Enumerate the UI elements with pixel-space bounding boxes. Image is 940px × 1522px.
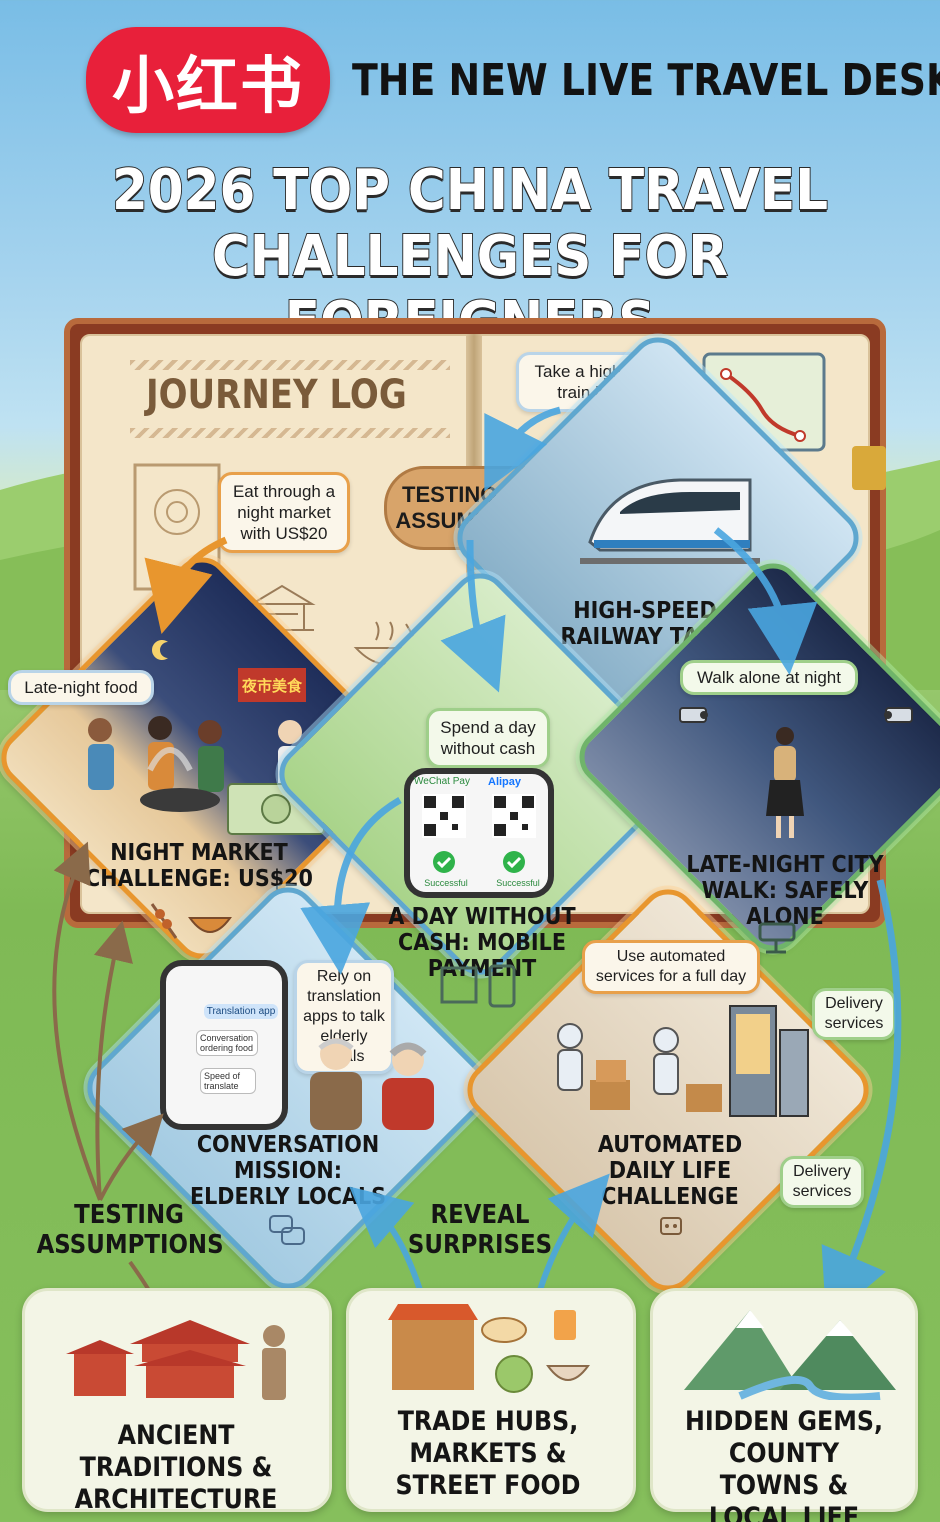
- testing-assumptions-label: TESTING ASSUMPTIONS: [36, 1200, 224, 1260]
- page-ornament: [130, 428, 450, 438]
- chat-message-1: Conversation ordering food: [196, 1030, 258, 1056]
- moon-icon: [152, 640, 168, 660]
- qr-phone-icon: [440, 964, 516, 1008]
- wechat-qr-code-icon: [422, 794, 466, 838]
- bookmark-tab: [852, 446, 886, 490]
- delivery-services-tag-2: Delivery services: [780, 1156, 864, 1208]
- automated-services-bubble: Use automated services for a full day: [582, 940, 760, 994]
- reveal-surprises-label: REVEAL SURPRISES: [407, 1200, 553, 1260]
- bullet-train-illustration: [580, 478, 760, 564]
- late-night-food-tag: Late-night food: [8, 670, 154, 705]
- temple-terracotta-icon: [66, 1320, 286, 1400]
- security-camera-icon: [758, 922, 796, 954]
- chat-message-2: Speed of translate: [200, 1068, 256, 1094]
- translation-app-header: Translation app: [204, 1004, 278, 1019]
- chat-bubbles-icon: [269, 1215, 305, 1245]
- alipay-label: Alipay: [488, 776, 522, 788]
- night-market-bubble: Eat through a night market with US$20: [218, 472, 350, 553]
- card-hidden-gems: [650, 1288, 918, 1512]
- robot-icon: [660, 1217, 682, 1235]
- title-line-1: 2026 TOP CHINA TRAVEL: [111, 157, 829, 224]
- alipay-qr-code-icon: [492, 794, 536, 838]
- page-ornament: [130, 360, 450, 370]
- mountains-river-icon: [684, 1310, 896, 1400]
- card-ancient-traditions-label: ANCIENT TRADITIONS & ARCHITECTURE: [74, 1420, 278, 1515]
- city-walk-label: LATE-NIGHT CITY WALK: SAFELY ALONE: [686, 852, 884, 930]
- skewer-bowl-icon: [150, 903, 232, 939]
- card-trade-hubs-label: TRADE HUBS, MARKETS & STREET FOOD: [395, 1406, 581, 1501]
- woman-walking-illustration: [766, 727, 804, 838]
- journey-log-heading: JOURNEY LOG: [146, 372, 407, 418]
- wechat-pay-label: WeChat Pay: [414, 776, 470, 787]
- elderly-locals-illustration: [310, 1038, 434, 1130]
- robots-vending-illustration: [557, 1005, 809, 1117]
- payment-status-wechat: Successful: [424, 878, 468, 888]
- stall-sign: 夜市美食: [238, 668, 306, 702]
- success-check-icon: [433, 851, 455, 873]
- market-stall-food-icon: [388, 1304, 590, 1393]
- card-hidden-gems-label: HIDDEN GEMS, COUNTY TOWNS & LOCAL LIFE: [684, 1406, 884, 1522]
- security-camera-icon: [884, 707, 913, 723]
- security-camera-icon: [679, 707, 708, 723]
- xiaohongshu-logo: 小红书: [86, 27, 330, 133]
- automated-daily-life-label: AUTOMATED DAILY LIFE CHALLENGE: [597, 1132, 743, 1210]
- spend-day-without-cash-bubble: Spend a day without cash: [426, 708, 550, 768]
- success-check-icon: [503, 851, 525, 873]
- payment-status-alipay: Successful: [496, 878, 540, 888]
- delivery-services-tag-1: Delivery services: [812, 988, 896, 1040]
- night-market-challenge-label: NIGHT MARKET CHALLENGE: US$20: [85, 840, 313, 892]
